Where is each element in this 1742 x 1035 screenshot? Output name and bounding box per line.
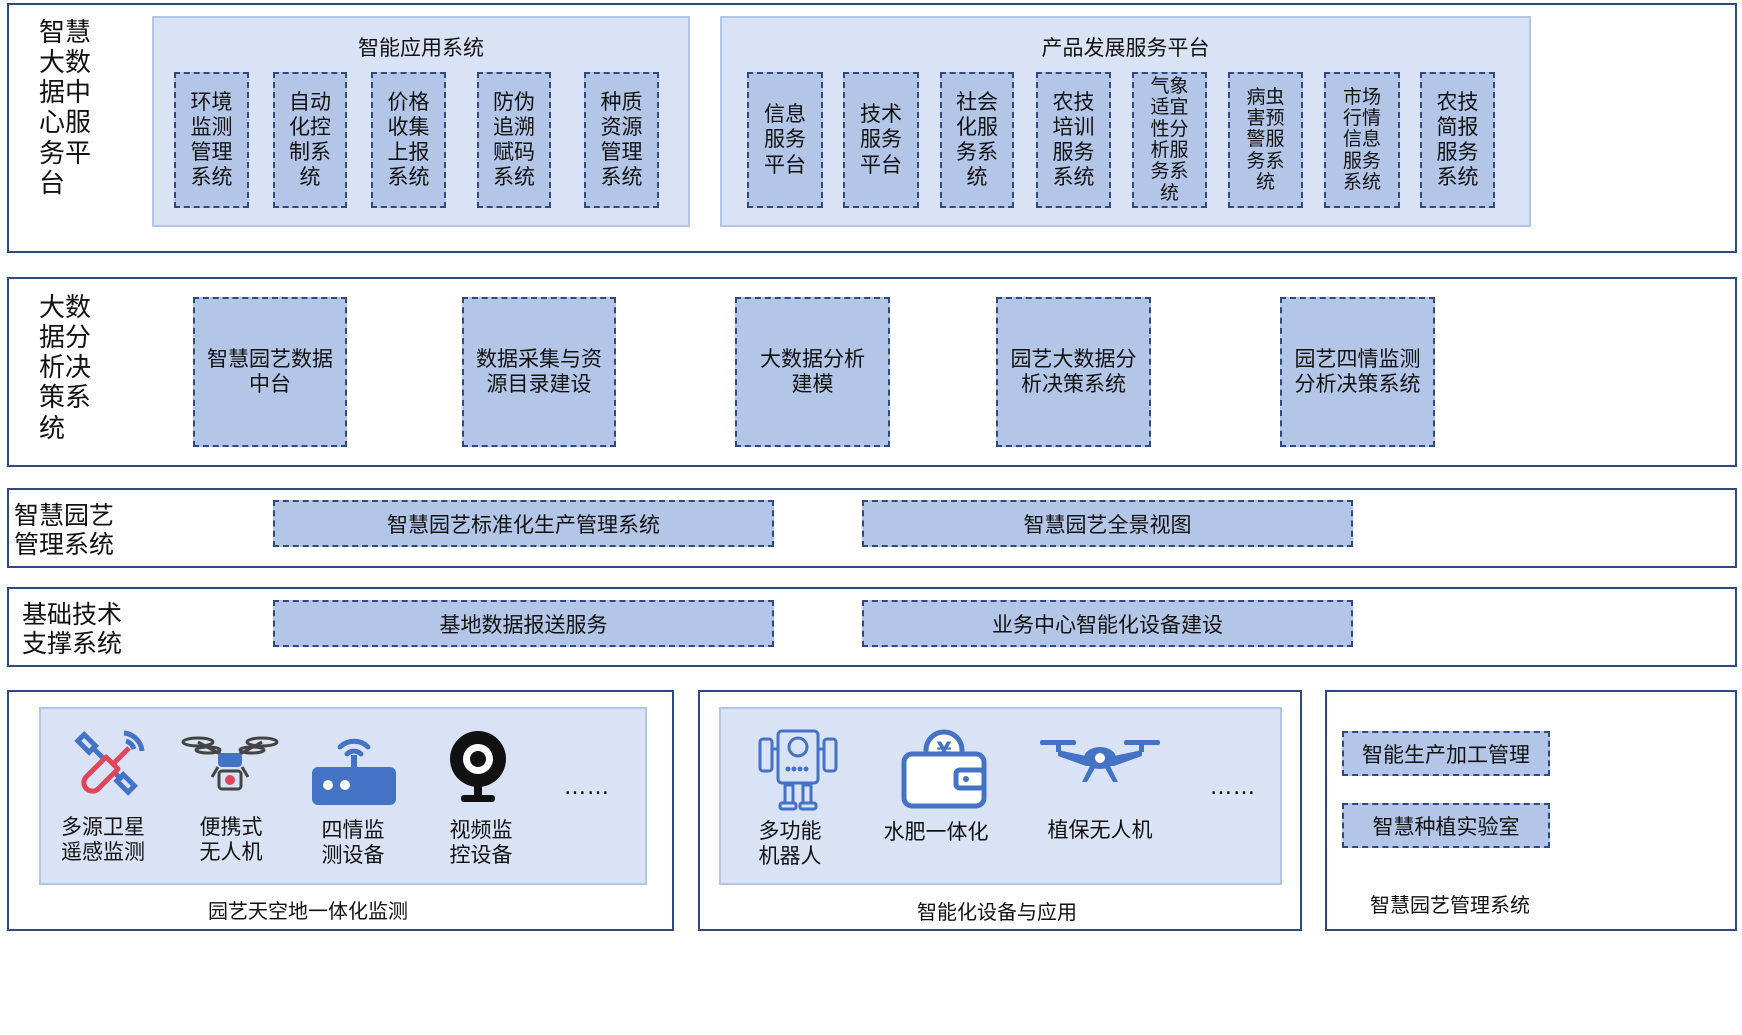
layer-title: 基础技术 支撑系统 (22, 600, 123, 658)
satellite-icon (74, 727, 148, 801)
device-label: 四情监 测设备 (321, 818, 385, 868)
service-box: 农技 培训 服务 系统 (1036, 72, 1111, 208)
service-box: 信息 服务 平台 (747, 72, 823, 208)
panel-title: 智能应用系统 (358, 36, 484, 60)
layer-title: 智慧 大数 据中 心服 务平 台 (39, 18, 92, 199)
service-box: 农技 简报 服务 系统 (1420, 72, 1495, 208)
panel-title: 产品发展服务平台 (1041, 36, 1210, 60)
webcam-icon (443, 727, 513, 807)
analytics-box: 大数据分析 建模 (735, 297, 890, 447)
device-label: 水肥一体化 (883, 820, 989, 844)
section-caption: 园艺天空地一体化监测 (208, 899, 408, 923)
device-label: 多源卫星 遥感监测 (61, 815, 145, 865)
drone-icon (1040, 734, 1160, 786)
section-caption: 智能化设备与应用 (917, 900, 1077, 924)
layer-title: 大数 据分 析决 策系 统 (39, 293, 92, 444)
router-icon (310, 727, 398, 807)
device-label: 视频监 控设备 (449, 818, 513, 868)
analytics-box: 智慧园艺数据 中台 (193, 297, 347, 447)
device-panel (39, 707, 647, 885)
service-box: 技术 服务 平台 (843, 72, 919, 208)
app-box: 防伪 追溯 赋码 系统 (477, 72, 551, 208)
section-caption: 智慧园艺管理系统 (1370, 893, 1530, 917)
management-box: 智慧园艺标准化生产管理系统 (273, 500, 774, 547)
layer-title: 智慧园艺 管理系统 (14, 501, 115, 559)
device-label: 植保无人机 (1047, 818, 1153, 842)
device-label: 便携式 无人机 (199, 815, 263, 865)
app-box: 自动 化控 制系 统 (273, 72, 347, 208)
app-box: 种质 资源 管理 系统 (584, 72, 659, 208)
mgmt-box: 智能生产加工管理 (1342, 731, 1550, 776)
service-box: 病虫 害预 警服 务系 统 (1228, 72, 1303, 208)
wallet-icon: ¥ (900, 728, 988, 810)
device-panel (719, 707, 1282, 885)
management-box: 智慧园艺全景视图 (862, 500, 1353, 547)
support-box: 业务中心智能化设备建设 (862, 600, 1353, 647)
mgmt-box: 智慧种植实验室 (1342, 803, 1550, 848)
service-box: 气象 适宜 性分 析服 务系 统 (1132, 72, 1207, 208)
support-box: 基地数据报送服务 (273, 600, 774, 647)
analytics-box: 园艺四情监测 分析决策系统 (1280, 297, 1435, 447)
device-label: 多功能 机器人 (758, 819, 822, 869)
service-box: 社会 化服 务系 统 (940, 72, 1014, 208)
app-box: 环境 监测 管理 系统 (174, 72, 249, 208)
app-box: 价格 收集 上报 系统 (371, 72, 446, 208)
analytics-box: 数据采集与资 源目录建设 (462, 297, 616, 447)
ellipsis: …… (1210, 775, 1256, 800)
analytics-box: 园艺大数据分 析决策系统 (996, 297, 1151, 447)
robot-icon (756, 727, 840, 813)
drone-camera-icon (180, 733, 280, 793)
ellipsis: …… (564, 775, 610, 800)
service-box: 市场 行情 信息 服务 系统 (1324, 72, 1400, 208)
